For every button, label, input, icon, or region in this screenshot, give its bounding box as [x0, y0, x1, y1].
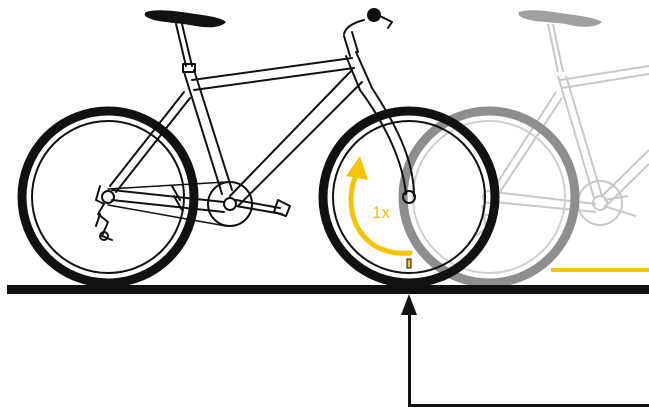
front-rim: [333, 121, 485, 273]
handlebar-stem: [344, 20, 364, 56]
seat-post: [176, 24, 192, 66]
ghost-seat-post: [548, 24, 563, 72]
ghost-down-tube: [602, 150, 649, 206]
ghost-top-tube: [560, 66, 649, 88]
ghost-saddle: [519, 10, 602, 26]
top-tube: [192, 58, 354, 90]
rotation-label: 1x: [372, 203, 390, 222]
measurement-vertical-line: [408, 310, 411, 406]
ground-line: [7, 285, 649, 294]
rear-rim: [32, 121, 184, 273]
ghost-seat-tube: [558, 76, 602, 198]
saddle: [145, 10, 226, 27]
measurement-indicator: [401, 294, 649, 407]
crank-hub: [224, 198, 236, 210]
chainring: [208, 182, 252, 226]
distance-marker: [551, 268, 649, 272]
ghost-rear-tire: [403, 111, 575, 283]
valve-stem: [407, 259, 411, 268]
rear-hub: [102, 191, 114, 203]
brake-lever: [380, 16, 392, 28]
measurement-baseline: [408, 404, 649, 407]
ghost-bicycle: [403, 10, 649, 283]
rotation-arrowhead-icon: [346, 156, 368, 180]
handlebar-grip: [367, 8, 381, 22]
ghost-chain-stay: [494, 192, 596, 212]
